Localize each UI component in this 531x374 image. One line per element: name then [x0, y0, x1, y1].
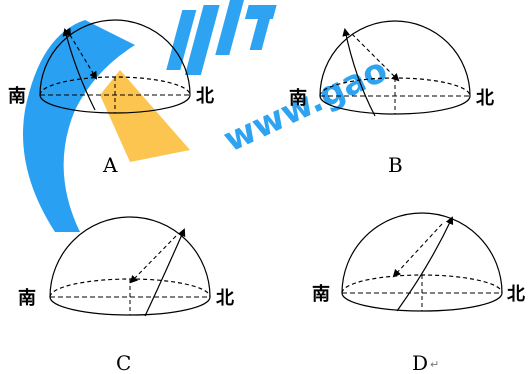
horizon-ellipse-front: [341, 292, 503, 312]
south-label: 南: [289, 87, 307, 109]
south-label: 南: [312, 283, 330, 305]
north-label: 北: [476, 88, 494, 109]
panel-a: 南 北 A: [8, 19, 214, 177]
panel-b: 南 北 B: [289, 20, 494, 177]
noon-shift-arrow: [63, 27, 98, 80]
hemisphere-outline: [319, 20, 471, 97]
north-label: 北: [216, 288, 234, 309]
sun-path: [396, 216, 454, 312]
hemisphere-outline: [49, 216, 211, 298]
north-label: 北: [507, 284, 525, 305]
return-mark: ↵: [430, 358, 439, 371]
noon-shift-arrow: [129, 235, 177, 284]
sun-path: [342, 28, 376, 117]
noon-shift-arrow: [351, 33, 400, 82]
watermark-logo: www.gao: [23, 0, 394, 232]
watermark-blue-shape: [23, 20, 135, 232]
panel-label: A: [102, 153, 118, 177]
horizon-ellipse-front: [49, 296, 211, 316]
hemisphere-outline: [39, 19, 191, 96]
noon-shift-arrow: [392, 223, 443, 278]
panel-label: C: [116, 351, 131, 374]
watermark-orange-shape: [100, 70, 190, 162]
panel-label: B: [388, 153, 403, 177]
south-label: 南: [18, 287, 36, 309]
watermark-brand-mark: [166, 0, 277, 75]
panel-label: D: [412, 351, 428, 374]
panel-d: 南 北 D ↵: [312, 212, 525, 374]
sun-path: [144, 228, 186, 317]
hemisphere-outline: [341, 212, 503, 294]
south-label: 南: [8, 85, 26, 107]
north-label: 北: [196, 86, 214, 107]
panel-c: 南 北 C: [18, 216, 234, 374]
